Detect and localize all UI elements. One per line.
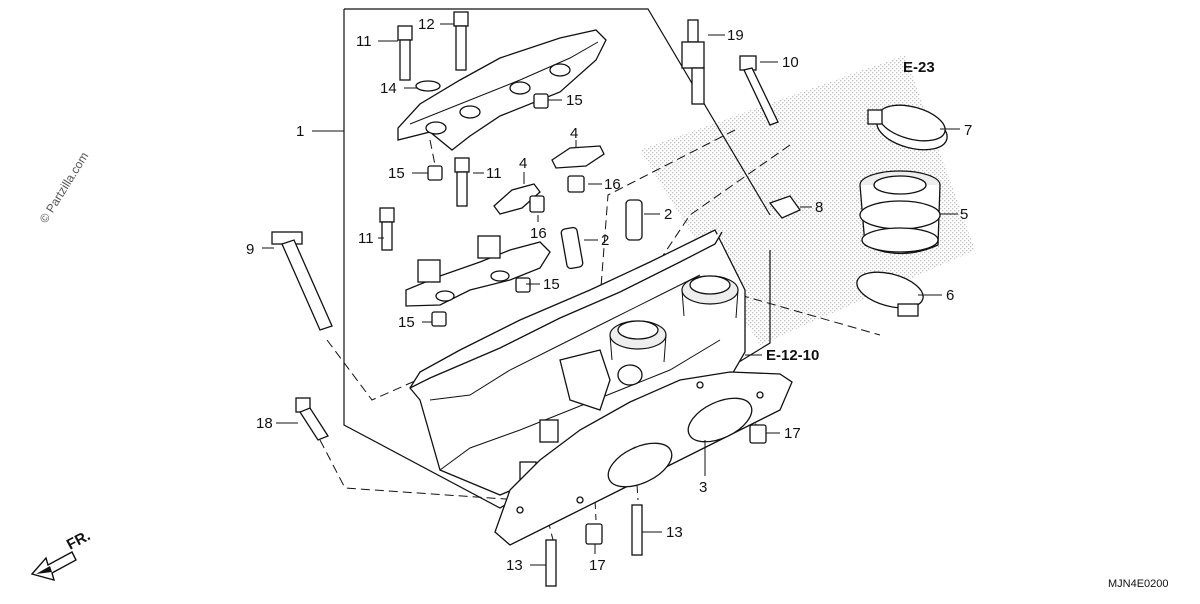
- bolt-18: [295, 397, 329, 441]
- callout-leaders: [262, 23, 960, 566]
- gasket-4b: [493, 183, 541, 215]
- callout-number[interactable]: 15: [398, 314, 415, 331]
- dowel-16b: [529, 195, 545, 213]
- insulator-5: [859, 170, 941, 255]
- callout-number[interactable]: 17: [589, 557, 606, 574]
- callout-number[interactable]: 13: [666, 524, 683, 541]
- dowel-17a: [749, 424, 767, 444]
- flange-bolt-12: [453, 11, 469, 71]
- spark-plug: [681, 19, 705, 105]
- callout-number[interactable]: 15: [566, 92, 583, 109]
- callout-number[interactable]: 11: [486, 165, 502, 182]
- reference-e12-10[interactable]: E-12-10: [766, 347, 819, 364]
- washer-14: [415, 80, 441, 92]
- cylinder-head: [409, 229, 746, 496]
- long-bolt-9: [271, 231, 333, 331]
- callout-number[interactable]: 17: [784, 425, 801, 442]
- callout-number[interactable]: 15: [388, 165, 405, 182]
- callout-number[interactable]: 4: [570, 125, 578, 142]
- tube-2b: [560, 226, 584, 270]
- head-cover-lower: [405, 235, 551, 307]
- callout-number[interactable]: 11: [358, 230, 374, 247]
- tube-2a: [625, 199, 643, 241]
- callout-number[interactable]: 2: [664, 206, 672, 223]
- callout-number[interactable]: 4: [519, 155, 527, 172]
- dowel-16a: [567, 175, 585, 193]
- stud-13a: [631, 504, 643, 556]
- bolt-11-mid: [454, 157, 470, 207]
- callout-number[interactable]: 15: [543, 276, 560, 293]
- callout-number[interactable]: 9: [246, 241, 254, 258]
- assembly-frame: [343, 8, 771, 509]
- callout-number[interactable]: 7: [964, 122, 972, 139]
- dowel-15b: [427, 165, 443, 181]
- dowel-15d: [431, 311, 447, 327]
- clamp-band-7: [867, 104, 948, 151]
- stud-13b: [545, 539, 557, 587]
- head-cover-upper: [397, 29, 607, 151]
- callout-number[interactable]: 8: [815, 199, 823, 216]
- reference-e23[interactable]: E-23: [903, 59, 935, 76]
- callout-number[interactable]: 13: [506, 557, 523, 574]
- gasket-4a: [551, 145, 605, 169]
- callout-number[interactable]: 19: [727, 27, 744, 44]
- callout-number[interactable]: 12: [418, 16, 435, 33]
- bolt-11-low: [379, 207, 395, 251]
- callout-number[interactable]: 14: [380, 80, 397, 97]
- callout-number[interactable]: 3: [699, 479, 707, 496]
- callout-number[interactable]: 1: [296, 123, 304, 140]
- front-direction-arrow-icon: [30, 551, 77, 582]
- direction-label: FR.: [64, 527, 93, 553]
- clamp-band-6: [856, 271, 924, 317]
- dowel-15a: [533, 93, 549, 109]
- callout-number[interactable]: 16: [530, 225, 547, 242]
- callout-number[interactable]: 16: [604, 176, 621, 193]
- dowel-17b: [585, 523, 603, 545]
- callout-number[interactable]: 11: [356, 33, 372, 50]
- callout-number[interactable]: 18: [256, 415, 273, 432]
- callout-labels: 11 12 19 10 14 15 1 4 15 11 4 16 2 7 8 5…: [246, 16, 972, 574]
- diagram-code: MJN4E0200: [1108, 578, 1169, 590]
- callout-number[interactable]: 10: [782, 54, 799, 71]
- callout-number[interactable]: 2: [601, 232, 609, 249]
- callout-number[interactable]: 6: [946, 287, 954, 304]
- watermark-text: © Partzilla.com: [37, 150, 92, 226]
- dowel-15c: [515, 277, 531, 293]
- bolt-10: [739, 55, 779, 126]
- head-gasket: [494, 371, 793, 546]
- flange-bolt-11-top: [397, 25, 413, 81]
- callout-number[interactable]: 5: [960, 206, 968, 223]
- collar-8: [768, 195, 801, 219]
